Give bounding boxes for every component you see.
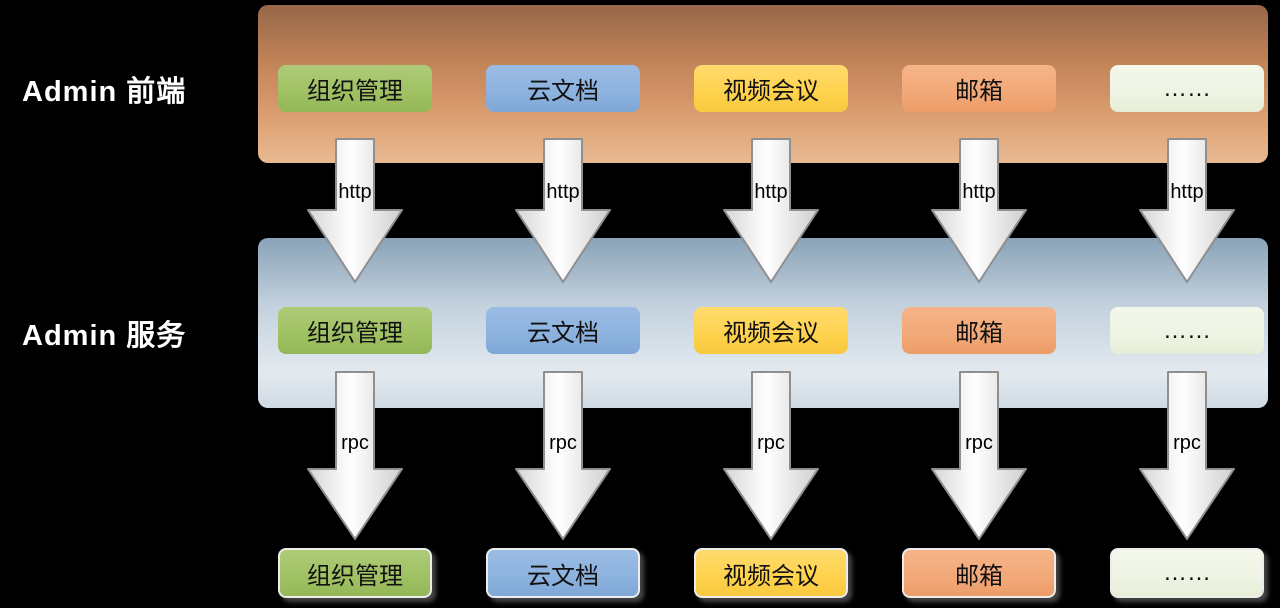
http-arrow-label: http bbox=[546, 181, 580, 203]
rpc-arrow-label: rpc bbox=[965, 432, 993, 454]
rpc-arrow-1: rpc bbox=[305, 371, 405, 541]
frontend-box-org: 组织管理 bbox=[278, 65, 432, 112]
down-arrow-icon bbox=[931, 371, 1027, 540]
http-arrow-label: http bbox=[338, 181, 372, 203]
frontend-row-label: Admin 前端 bbox=[22, 76, 187, 108]
down-arrow-icon bbox=[515, 371, 611, 540]
frontend-box-more: …… bbox=[1110, 65, 1264, 112]
service-box-docs: 云文档 bbox=[486, 307, 640, 354]
down-arrow-icon bbox=[307, 371, 403, 540]
backend-box-org: 组织管理 bbox=[278, 548, 432, 598]
http-arrow-label: http bbox=[754, 181, 788, 203]
backend-box-docs: 云文档 bbox=[486, 548, 640, 598]
http-arrow-label: http bbox=[962, 181, 996, 203]
rpc-arrow-5: rpc bbox=[1137, 371, 1237, 541]
http-arrow-4: http bbox=[929, 138, 1029, 284]
service-box-more: …… bbox=[1110, 307, 1264, 354]
down-arrow-icon bbox=[1139, 138, 1235, 283]
rpc-arrow-3: rpc bbox=[721, 371, 821, 541]
rpc-arrow-4: rpc bbox=[929, 371, 1029, 541]
rpc-arrow-label: rpc bbox=[549, 432, 577, 454]
down-arrow-icon bbox=[931, 138, 1027, 283]
backend-box-video: 视频会议 bbox=[694, 548, 848, 598]
down-arrow-icon bbox=[515, 138, 611, 283]
down-arrow-icon bbox=[307, 138, 403, 283]
backend-box-more: …… bbox=[1110, 548, 1264, 598]
frontend-box-mail: 邮箱 bbox=[902, 65, 1056, 112]
down-arrow-icon bbox=[723, 138, 819, 283]
backend-box-mail: 邮箱 bbox=[902, 548, 1056, 598]
service-row-label: Admin 服务 bbox=[22, 320, 187, 352]
service-box-mail: 邮箱 bbox=[902, 307, 1056, 354]
frontend-box-video: 视频会议 bbox=[694, 65, 848, 112]
http-arrow-2: http bbox=[513, 138, 613, 284]
frontend-box-docs: 云文档 bbox=[486, 65, 640, 112]
service-box-video: 视频会议 bbox=[694, 307, 848, 354]
rpc-arrow-2: rpc bbox=[513, 371, 613, 541]
down-arrow-icon bbox=[1139, 371, 1235, 540]
http-arrow-label: http bbox=[1170, 181, 1204, 203]
http-arrow-3: http bbox=[721, 138, 821, 284]
http-arrow-1: http bbox=[305, 138, 405, 284]
http-arrow-5: http bbox=[1137, 138, 1237, 284]
rpc-arrow-label: rpc bbox=[757, 432, 785, 454]
rpc-arrow-label: rpc bbox=[1173, 432, 1201, 454]
service-box-org: 组织管理 bbox=[278, 307, 432, 354]
rpc-arrow-label: rpc bbox=[341, 432, 369, 454]
down-arrow-icon bbox=[723, 371, 819, 540]
